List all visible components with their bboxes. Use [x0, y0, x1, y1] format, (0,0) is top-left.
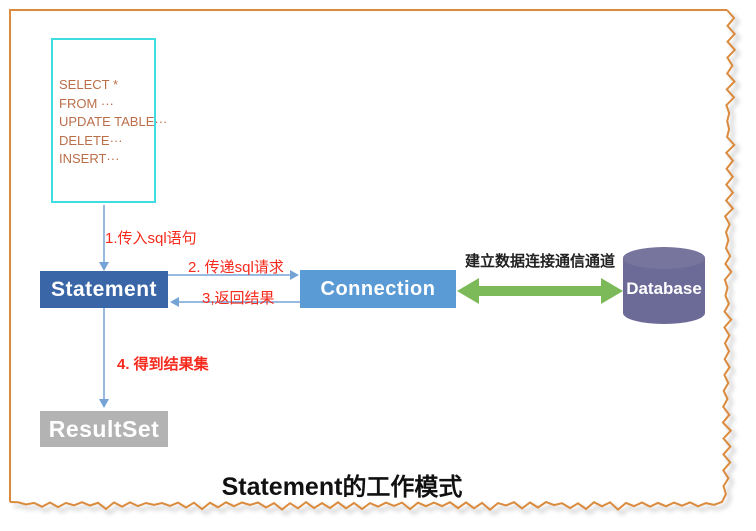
title-chinese-part: 的工作模式 — [342, 475, 463, 501]
database-node: Database — [622, 246, 706, 326]
arrowhead-left-statement-icon — [170, 297, 179, 307]
sql-line: DELETE··· — [59, 132, 123, 148]
resultset-node: ResultSet — [40, 411, 168, 447]
step3-label: 3,返回结果 — [202, 290, 275, 307]
title-english-part: Statement — [221, 473, 343, 501]
statement-node: Statement — [40, 271, 168, 308]
step2-label: 2. 传递sql请求 — [188, 259, 284, 276]
step4-label: 4. 得到结果集 — [117, 356, 209, 373]
arrowhead-down-statement-icon — [99, 262, 109, 271]
sql-line: SELECT * — [59, 77, 119, 92]
database-label: Database — [626, 279, 702, 298]
arrowhead-down-resultset-icon — [99, 399, 109, 408]
sql-line: FROM ··· — [59, 95, 114, 111]
arrowhead-right-connection-icon — [290, 270, 299, 280]
sql-line: UPDATE TABLE··· — [59, 114, 168, 130]
step1-label: 1.传入sql语句 — [105, 230, 197, 247]
sql-line: INSERT··· — [59, 151, 120, 167]
double-arrow-connection-database-icon — [457, 278, 623, 304]
page-title: Statement的工作模式 — [0, 467, 684, 502]
connection-node: Connection — [300, 270, 456, 308]
channel-label: 建立数据连接通信通道 — [464, 253, 615, 270]
sql-statements-box: SELECT * FROM ··· UPDATE TABLE··· DELETE… — [51, 38, 168, 203]
